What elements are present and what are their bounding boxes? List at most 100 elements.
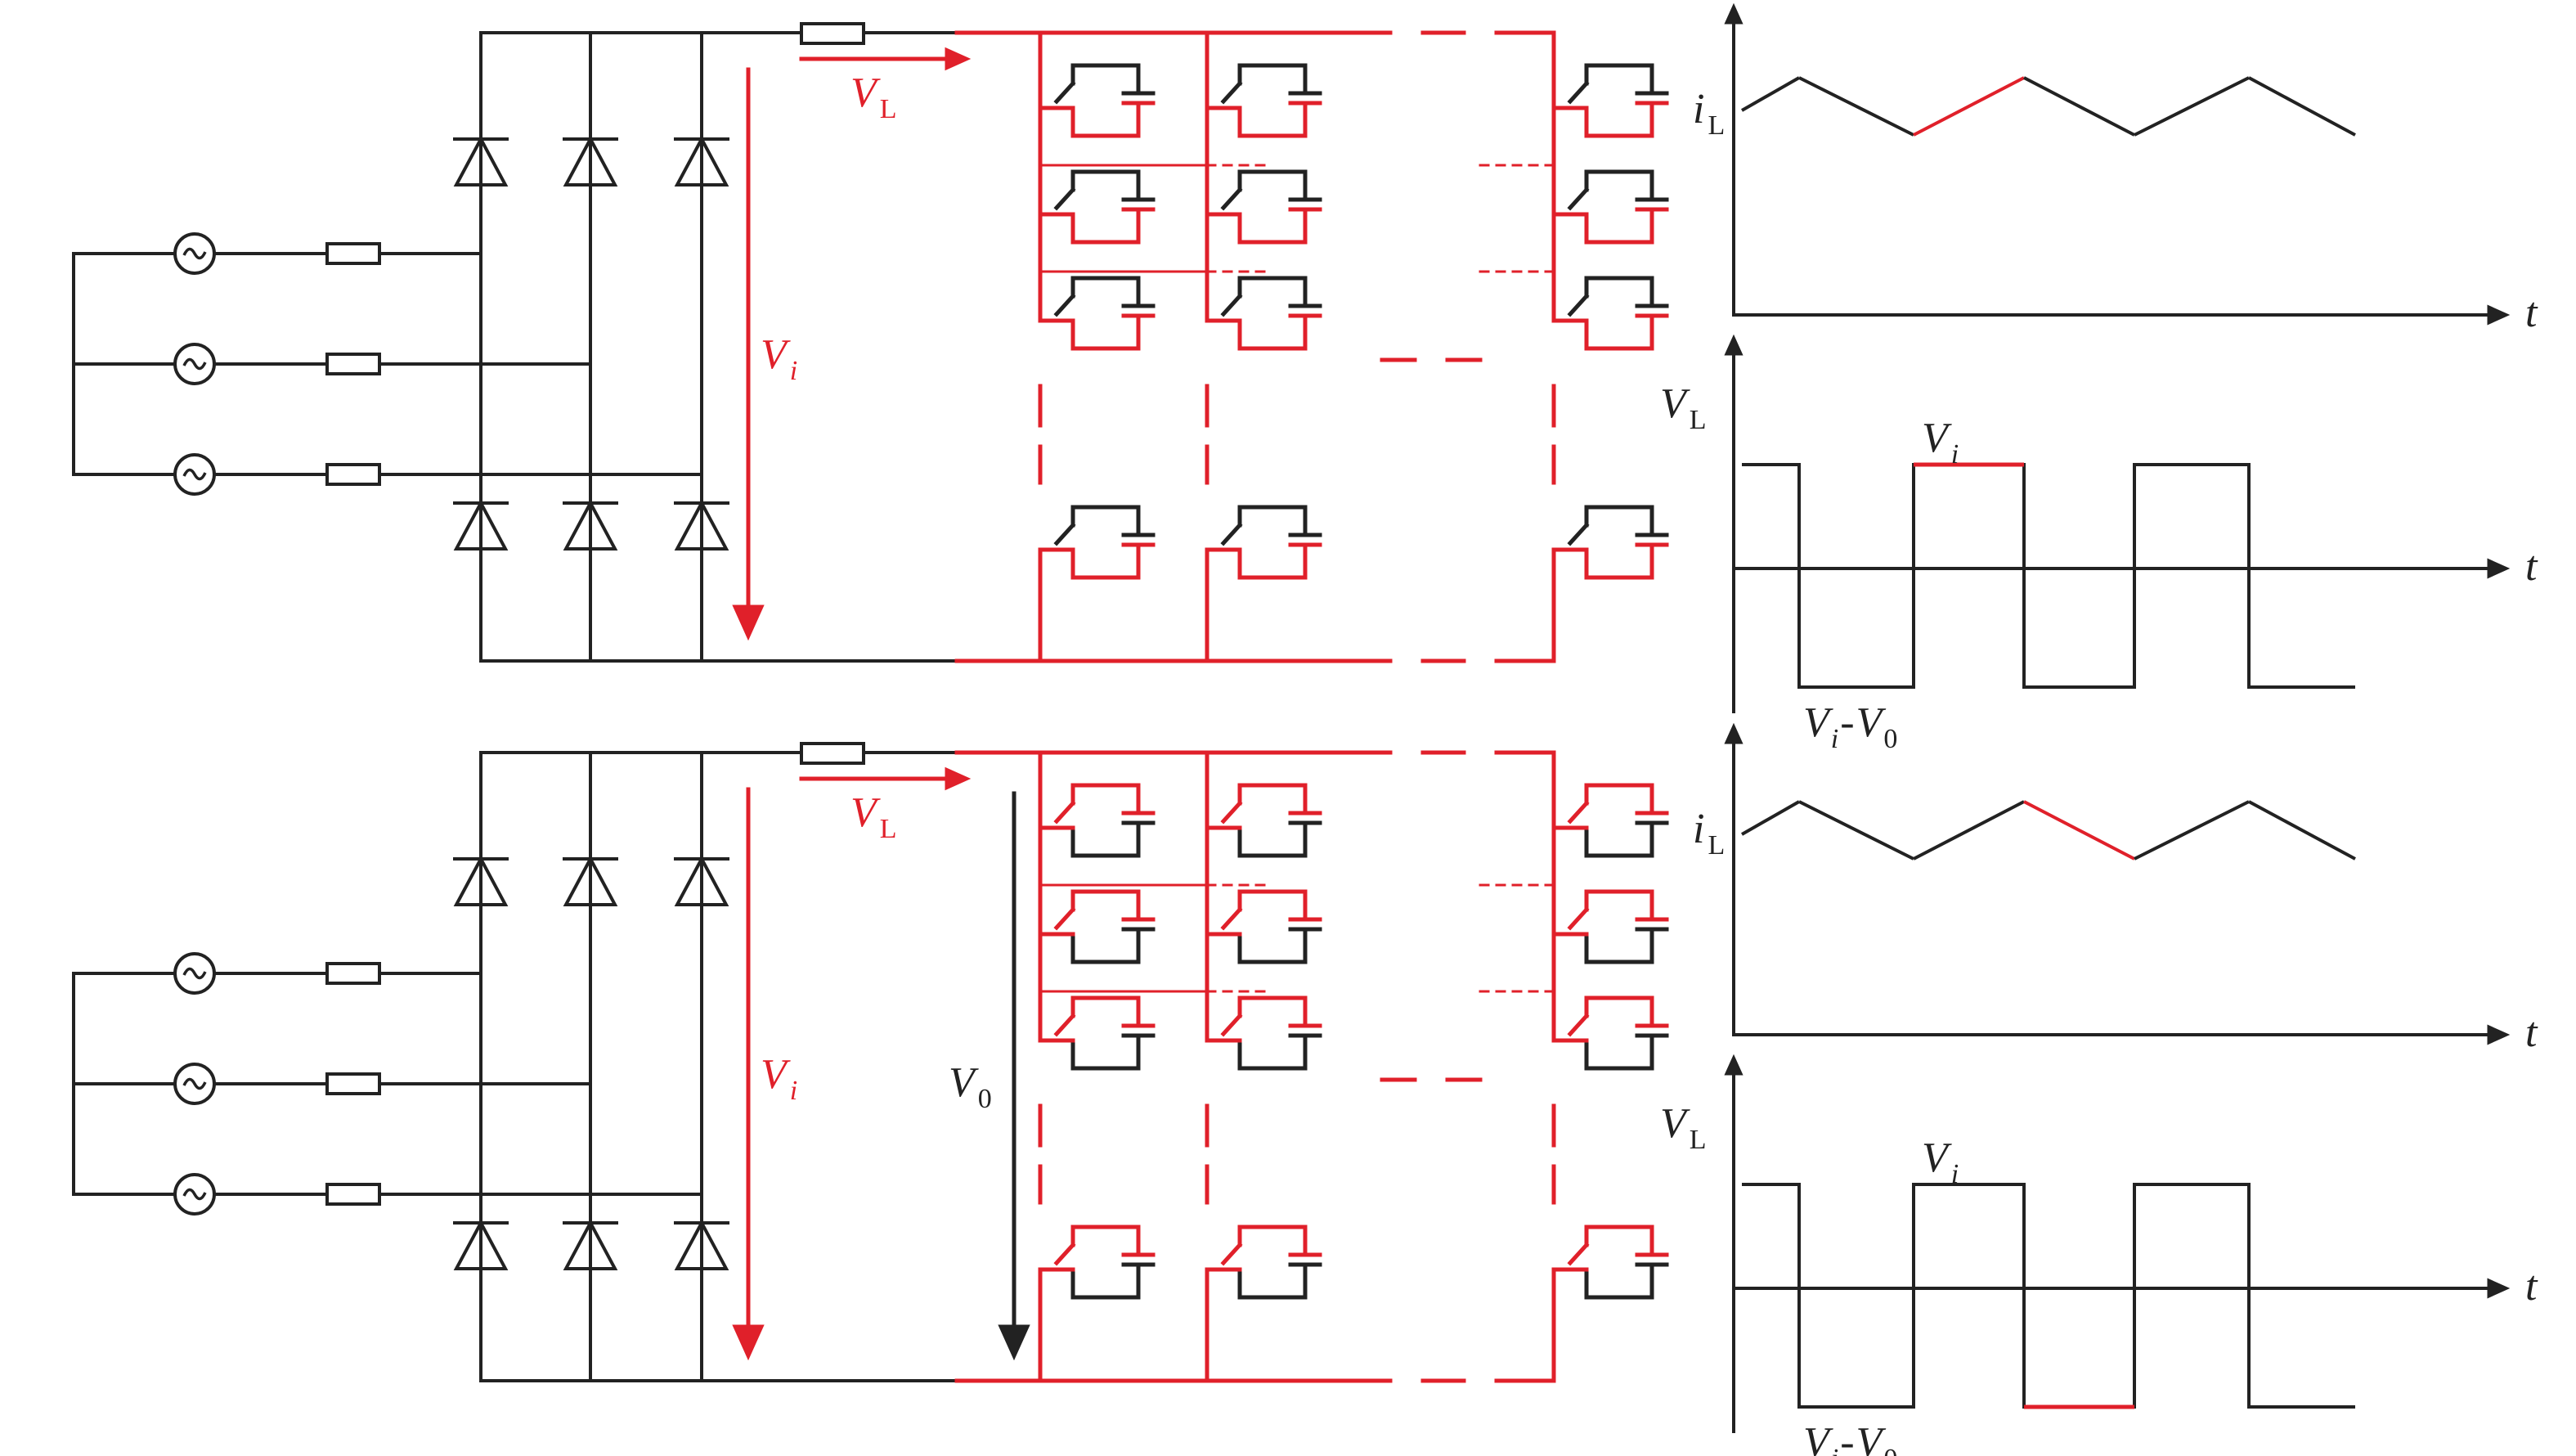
low-level-label-part: -: [1840, 1419, 1854, 1456]
voltage-axis-label-letter: V: [1660, 380, 1690, 427]
sine-icon: [182, 1188, 207, 1201]
switch-blade-icon: [1567, 80, 1590, 105]
ac-source-icon: [173, 453, 216, 496]
current-time-label-letter: t: [2525, 1009, 2538, 1056]
low-level-label-part: V: [1856, 699, 1887, 746]
voltage-time-label: t: [2525, 543, 2538, 590]
submodule: [1205, 889, 1322, 964]
low-level-label-part: 0: [1883, 1444, 1897, 1456]
low-level-label-part: i: [1831, 724, 1838, 754]
switch-blade-icon: [1053, 1242, 1076, 1266]
diode-icon: [563, 1219, 618, 1270]
resistor-icon: [325, 242, 381, 265]
switch-blade-icon: [1567, 800, 1590, 825]
low-level-label: Vi-V0: [1803, 699, 1897, 754]
current-waveform-segment: [2023, 800, 2135, 861]
current-label-letter: i: [1693, 806, 1704, 852]
switch-blade-icon: [1053, 800, 1076, 825]
diode-triangle: [453, 499, 509, 550]
diode-icon: [453, 135, 509, 186]
switch-blade-icon: [1567, 1013, 1590, 1037]
switch-blade-icon: [1053, 522, 1076, 546]
low-level-label: Vi-V0: [1803, 1419, 1897, 1456]
submodule: [1038, 169, 1156, 245]
diode-icon: [674, 855, 729, 906]
switch-blade-icon: [1567, 293, 1590, 317]
vl-arrow-head-icon: [945, 47, 972, 71]
switch-blade-icon: [1567, 186, 1590, 211]
high-level-label-letter: V: [1922, 415, 1952, 461]
switch-blade-icon: [1220, 1242, 1243, 1266]
diode-icon: [453, 855, 509, 906]
diode-triangle: [563, 1219, 618, 1270]
output-voltage-label-letter: V: [949, 1059, 979, 1106]
submodule: [1038, 783, 1156, 858]
submodule: [1551, 1225, 1669, 1300]
current-y-axis-arrow-icon: [1724, 722, 1744, 744]
current-waveform-segment: [2023, 76, 2135, 137]
submodule: [1038, 889, 1156, 964]
current-waveform-segment: [2248, 800, 2356, 861]
diode-icon: [563, 135, 618, 186]
resistor-icon: [325, 962, 381, 985]
submodule: [1551, 889, 1669, 964]
current-label-letter: i: [1693, 86, 1704, 133]
sine-icon: [182, 967, 207, 980]
current-y-axis-arrow-icon: [1724, 2, 1744, 25]
current-waveform-segment: [2248, 76, 2356, 137]
submodule: [1038, 276, 1156, 351]
switch-blade-icon: [1053, 80, 1076, 105]
current-time-label: t: [2525, 290, 2538, 336]
vi-arrow-head-icon: [732, 1324, 765, 1361]
resistor-icon: [325, 1072, 381, 1095]
submodule: [1205, 995, 1322, 1071]
switch-blade-icon: [1220, 1013, 1243, 1037]
submodule: [1205, 63, 1322, 138]
diode-icon: [453, 1219, 509, 1270]
switch-blade-icon: [1053, 293, 1076, 317]
current-x-axis-arrow-icon: [2487, 1024, 2511, 1045]
voltage-waveform: [1742, 463, 2355, 689]
submodule: [1205, 169, 1322, 245]
voltage-time-label-letter: t: [2525, 543, 2538, 590]
switch-blade-icon: [1220, 522, 1243, 546]
diode-triangle: [563, 499, 618, 550]
low-level-label-part: -: [1840, 699, 1854, 746]
ac-source-icon: [173, 1173, 216, 1216]
sine-icon: [182, 468, 207, 481]
submodule: [1038, 995, 1156, 1071]
low-level-label-part: V: [1803, 699, 1833, 746]
diode-triangle: [674, 135, 729, 186]
switch-blade-icon: [1220, 800, 1243, 825]
switch-blade-icon: [1053, 186, 1076, 211]
low-level-label-part: 0: [1883, 724, 1897, 754]
submodule: [1038, 1225, 1156, 1300]
resistor-icon: [325, 1183, 381, 1206]
current-waveform-segment: [1913, 76, 2025, 137]
diode-icon: [674, 499, 729, 550]
voltage-axis-label-subscript: L: [1690, 405, 1707, 435]
diode-triangle: [674, 1219, 729, 1270]
current-time-label: t: [2525, 1009, 2538, 1056]
current-waveform-segment: [1798, 800, 1914, 861]
submodule: [1205, 783, 1322, 858]
diode-triangle: [453, 135, 509, 186]
switch-blade-icon: [1567, 1242, 1590, 1266]
resistor-icon: [800, 742, 865, 765]
voltage-waveform: [1742, 1183, 2355, 1409]
submodule: [1551, 505, 1669, 580]
submodule: [1205, 505, 1322, 580]
sine-icon: [182, 247, 207, 260]
current-waveform-segment: [1913, 800, 2025, 861]
input-voltage-label-letter: V: [761, 331, 791, 378]
diode-icon: [563, 855, 618, 906]
